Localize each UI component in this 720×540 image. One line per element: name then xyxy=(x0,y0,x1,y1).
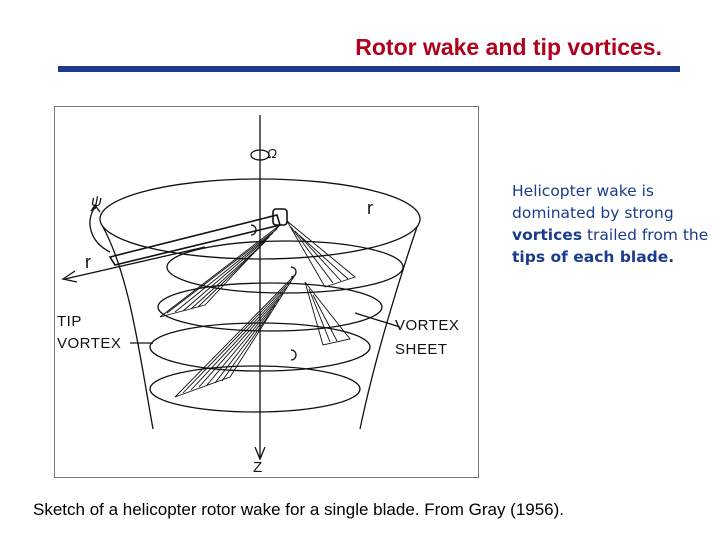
description-bold-tips: tips of each blade. xyxy=(512,248,674,266)
vortex-sheet-right xyxy=(287,221,355,287)
omega-label: Ω xyxy=(267,145,277,163)
vortex-label: VORTEX xyxy=(395,317,459,335)
r-left-label: r xyxy=(85,253,92,271)
title-underline xyxy=(58,66,680,72)
slide-title: Rotor wake and tip vortices. xyxy=(0,34,662,61)
rotor-blade xyxy=(110,215,280,265)
description-part-1: Helicopter wake is dominated by strong xyxy=(512,182,674,222)
vortex-rotation-mark-1 xyxy=(251,225,256,235)
rotor-wake-figure: Ω ψ r r TIP VORTEX VORTEX SHEET Z xyxy=(54,106,479,478)
tip-vortex-label: VORTEX xyxy=(57,335,121,353)
azimuth-arc xyxy=(90,207,110,252)
vortex-rotation-mark-2 xyxy=(291,267,296,277)
sheet-label: SHEET xyxy=(395,341,448,359)
description-text: Helicopter wake is dominated by strong v… xyxy=(512,180,712,268)
psi-label: ψ xyxy=(91,193,102,211)
r-upper-label: r xyxy=(367,199,374,217)
tip-vortex-turn-4 xyxy=(150,366,360,412)
description-part-2: trailed from the xyxy=(582,226,708,244)
z-label: Z xyxy=(253,459,263,477)
figure-caption: Sketch of a helicopter rotor wake for a … xyxy=(33,500,713,520)
description-bold-vortices: vortices xyxy=(512,226,582,244)
vortex-sheet-leader xyxy=(355,313,400,327)
vortex-rotation-mark-3 xyxy=(291,350,296,360)
tip-label: TIP xyxy=(57,313,82,331)
